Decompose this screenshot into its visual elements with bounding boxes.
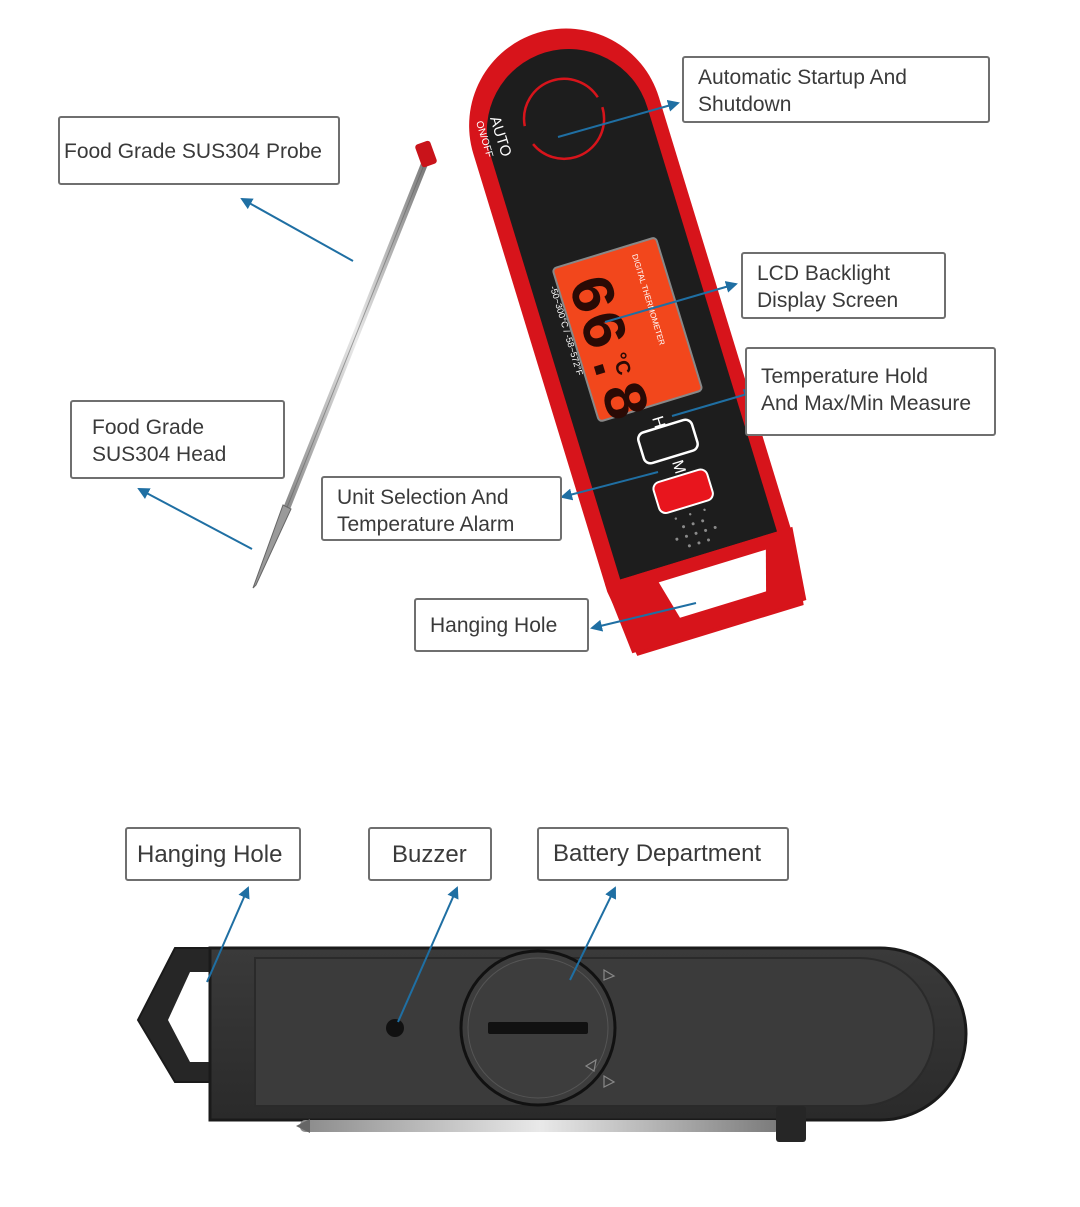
- arrow-head: [137, 488, 253, 550]
- button-h-label: H: [648, 414, 668, 430]
- back-arrows: [206, 886, 616, 1023]
- front-arrows: [137, 99, 756, 632]
- lcd-screen: [552, 237, 703, 422]
- button-m: [652, 468, 714, 515]
- back-probe: [300, 1120, 780, 1132]
- label-hanging-hole: Hanging Hole: [414, 598, 589, 652]
- arrow-lcd: [604, 281, 738, 323]
- speaker-grille: [674, 508, 717, 548]
- label-battery: Battery Department: [537, 827, 789, 881]
- label-auto-startup: Automatic Startup And Shutdown: [682, 56, 990, 123]
- arrow-buzzer: [397, 886, 459, 1023]
- arrow-unit: [560, 471, 659, 501]
- label-buzzer: Buzzer: [368, 827, 492, 881]
- label-back-hanging-hole: Hanging Hole: [125, 827, 301, 881]
- button-m-label: M: [668, 458, 688, 476]
- button-h: [637, 418, 699, 465]
- arrow-auto: [557, 99, 680, 138]
- thermometer-back: [136, 946, 968, 1142]
- arrow-hold: [671, 389, 756, 417]
- label-lcd: LCD Backlight Display Screen: [741, 252, 946, 319]
- label-head: Food Grade SUS304 Head: [70, 400, 285, 479]
- arrow-back-hole: [206, 886, 250, 983]
- arrow-probe: [240, 198, 354, 262]
- arrow-hole: [590, 602, 697, 632]
- label-hold: Temperature Hold And Max/Min Measure: [745, 347, 996, 436]
- buzzer-hole: [386, 1019, 404, 1037]
- probe-tip: [252, 504, 292, 589]
- label-probe: Food Grade SUS304 Probe: [58, 116, 340, 185]
- arrow-battery: [569, 886, 616, 981]
- battery-slot: [488, 1022, 588, 1034]
- label-unit: Unit Selection And Temperature Alarm: [321, 476, 562, 541]
- probe: [252, 140, 437, 589]
